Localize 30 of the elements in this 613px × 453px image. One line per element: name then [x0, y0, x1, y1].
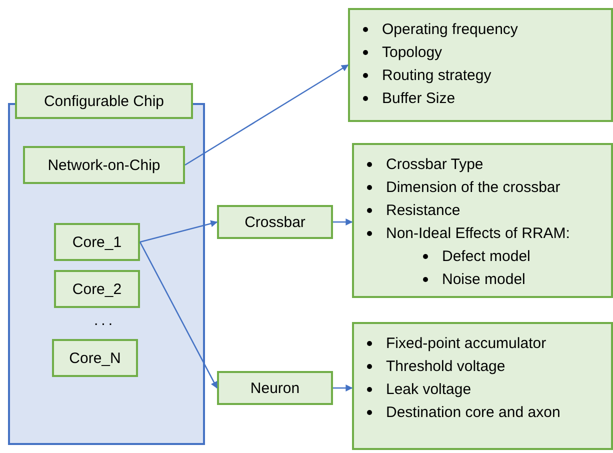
- component-box: Core_N: [52, 339, 138, 377]
- list-item: Operating frequency: [382, 20, 518, 40]
- ellipsis: ...: [94, 312, 116, 329]
- list-item: Resistance: [386, 201, 460, 221]
- list-item: Noise model: [442, 270, 526, 290]
- list-item: Destination core and axon: [386, 403, 560, 423]
- list-item: Dimension of the crossbar: [386, 178, 560, 198]
- list-item: Buffer Size: [382, 89, 456, 109]
- arrow: [333, 218, 353, 226]
- list-item: Defect model: [442, 247, 530, 267]
- parameter-list-panel: [352, 322, 613, 450]
- component-box: Core_2: [54, 270, 140, 308]
- list-item: Threshold voltage: [386, 357, 506, 377]
- parameter-list-panel: [348, 8, 613, 122]
- title-box: Configurable Chip: [15, 83, 193, 119]
- list-item: Leak voltage: [386, 380, 472, 400]
- arrow: [333, 384, 353, 392]
- arrow: [140, 220, 218, 243]
- arrow: [184, 64, 349, 166]
- list-item: Non-Ideal Effects of RRAM:: [386, 224, 570, 244]
- parameter-list-panel: [352, 143, 613, 298]
- module-box: Crossbar: [217, 205, 333, 239]
- list-item: Fixed-point accumulator: [386, 334, 546, 354]
- list-item: Topology: [382, 43, 442, 63]
- module-box: Neuron: [217, 371, 333, 405]
- arrow: [139, 242, 218, 389]
- list-item: Crossbar Type: [386, 155, 484, 175]
- component-box: Core_1: [54, 223, 140, 261]
- list-item: Routing strategy: [382, 66, 492, 86]
- component-box: Network-on-Chip: [23, 146, 185, 184]
